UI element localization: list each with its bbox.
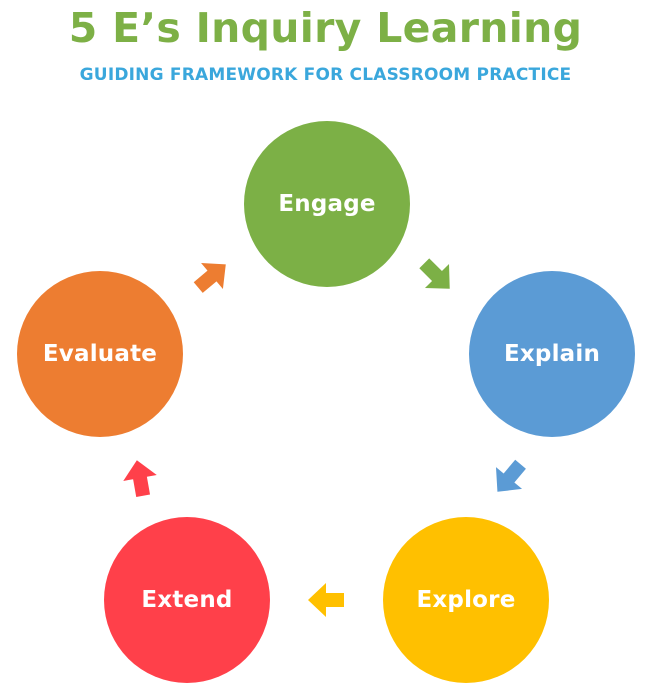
page-subtitle: GUIDING FRAMEWORK FOR CLASSROOM PRACTICE: [79, 65, 572, 85]
node-label-evaluate: Evaluate: [42, 341, 158, 367]
arrow-left-icon: [308, 583, 344, 617]
node-extend: Extend: [104, 517, 270, 683]
page-title: 5 E’s Inquiry Learning: [68, 4, 583, 52]
node-label-explain: Explain: [503, 341, 601, 367]
node-label-explore: Explore: [416, 587, 516, 613]
node-explore: Explore: [383, 517, 549, 683]
node-explain: Explain: [469, 271, 635, 437]
arrow-down-left-icon: [495, 459, 526, 492]
arrow-up-icon: [123, 460, 157, 497]
arrow-down-right-icon: [419, 258, 450, 289]
node-engage: Engage: [244, 121, 410, 287]
node-label-extend: Extend: [141, 587, 233, 613]
node-evaluate: Evaluate: [17, 271, 183, 437]
node-label-engage: Engage: [278, 191, 376, 217]
arrow-up-right-icon: [193, 262, 226, 293]
